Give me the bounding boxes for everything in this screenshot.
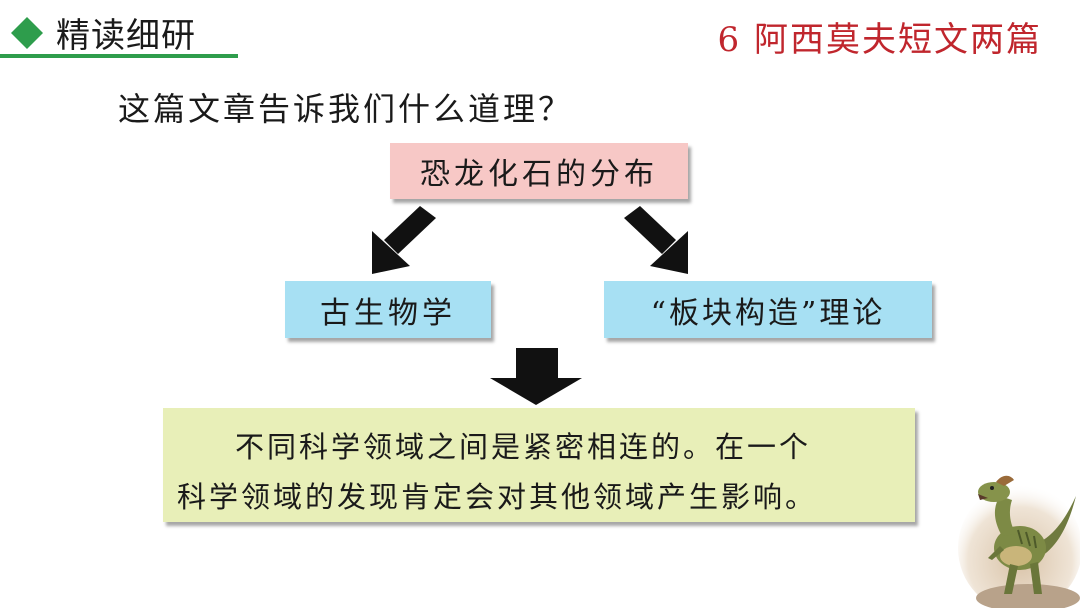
paleontology-box: 古生物学: [285, 281, 491, 338]
section-header: 精读细研: [0, 0, 240, 64]
arrow-icon-right: [624, 206, 688, 274]
arrow-icon-down: [490, 348, 582, 405]
dinosaur-illustration: [958, 475, 1080, 608]
diamond-icon: [11, 17, 43, 49]
question-text: 这篇文章告诉我们什么道理？: [118, 90, 574, 128]
dinosaur-fossil-distribution-box: 恐龙化石的分布: [390, 143, 688, 199]
section-title: 精读细研: [56, 16, 196, 56]
conclusion-box: 不同科学领域之间是紧密相连的。在一个 科学领域的发现肯定会对其他领域产生影响。: [163, 408, 915, 522]
plate-tectonics-box: “板块构造”理论: [604, 281, 932, 338]
conclusion-line-2: 科学领域的发现肯定会对其他领域产生影响。: [177, 480, 818, 514]
lesson-title: 6 阿西莫夫短文两篇: [717, 20, 1042, 60]
arrow-icon-left: [372, 206, 436, 274]
section-underline: [0, 54, 238, 58]
conclusion-line-1: 不同科学领域之间是紧密相连的。在一个: [235, 430, 812, 464]
